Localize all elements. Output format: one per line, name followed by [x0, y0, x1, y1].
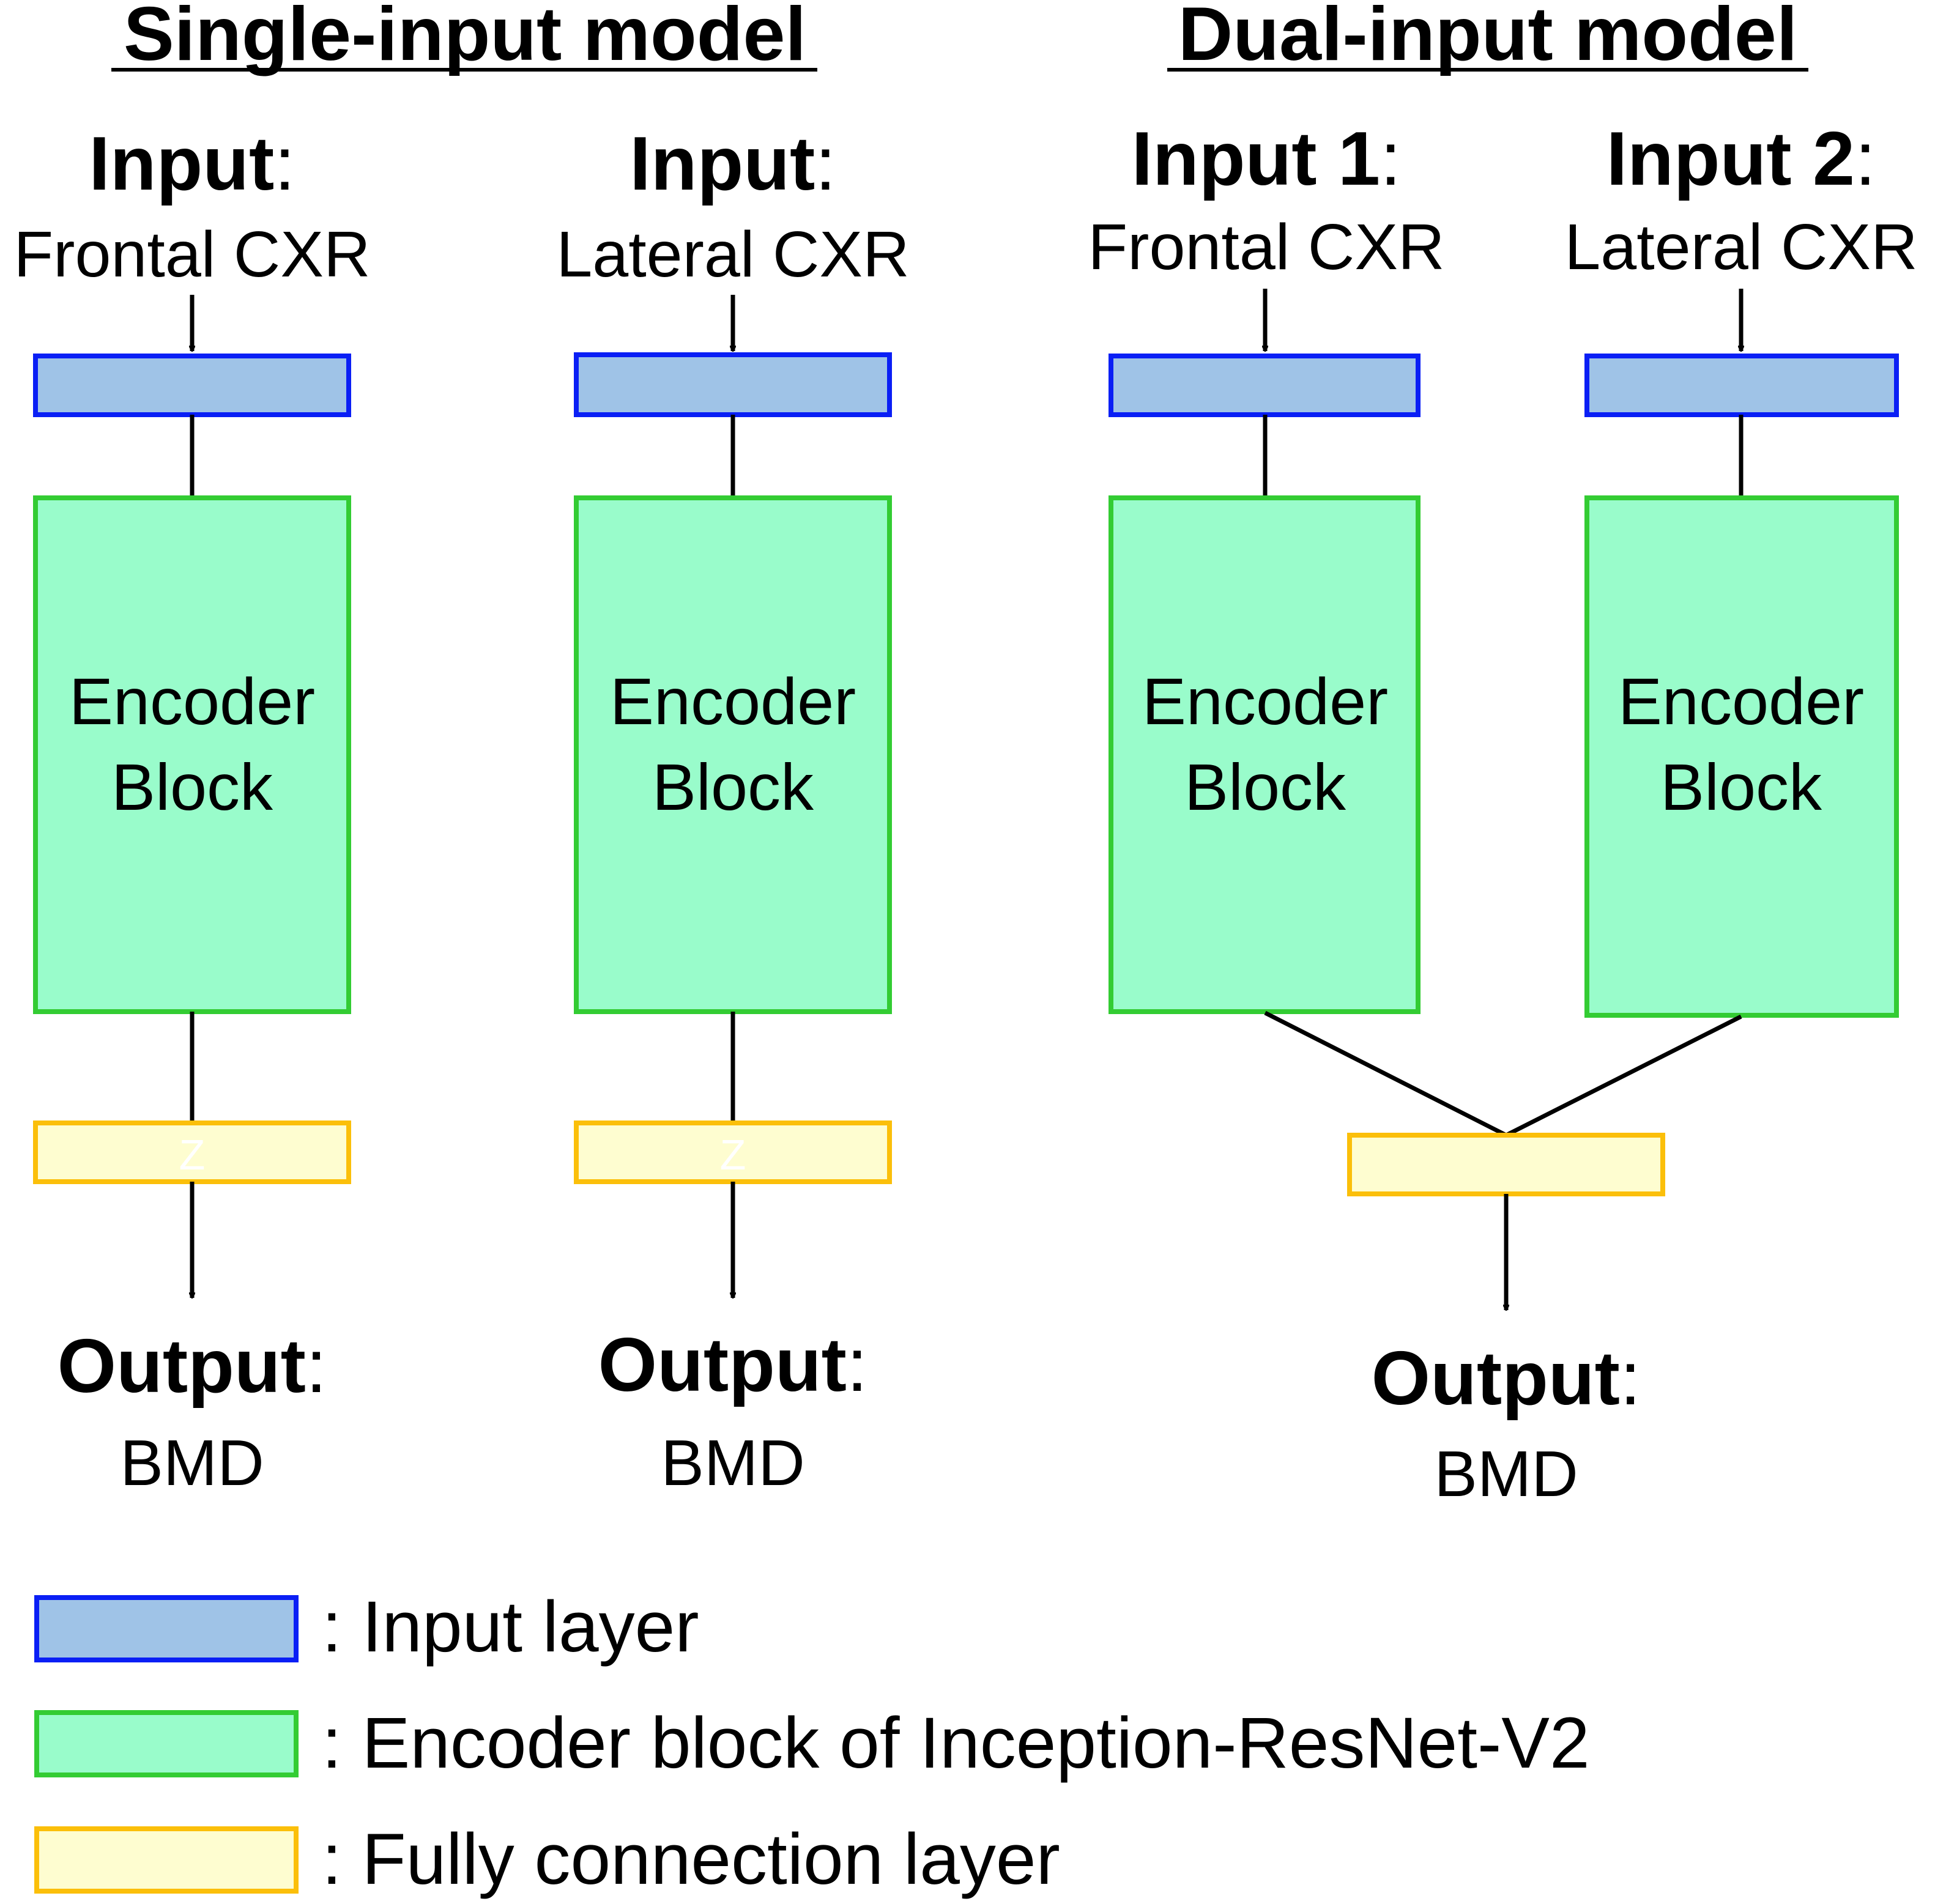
encoder-block-1 [33, 495, 351, 1014]
output-value-3: BMD [1434, 1438, 1578, 1510]
legend-text-encoder: : Encoder block of Inception-ResNet-V2 [322, 1703, 1590, 1784]
encoder-block-4 [1584, 495, 1899, 1018]
legend-text-fc: : Fully connection layer [322, 1819, 1060, 1900]
title-dual-input: Dual-input model [1178, 0, 1798, 76]
encoder-block-3 [1109, 495, 1421, 1014]
merge-line-left [1264, 1010, 1507, 1138]
encoder-label-4b: Block [1660, 750, 1822, 824]
legend-swatch-input [34, 1595, 299, 1662]
input-layer-2 [574, 352, 892, 417]
input-label-4: Input 2: [1606, 117, 1876, 201]
input-value-4: Lateral CXR [1564, 211, 1917, 283]
title-single-input: Single-input model [124, 0, 806, 76]
output-value-2: BMD [661, 1427, 805, 1499]
legend-text-input: : Input layer [322, 1587, 699, 1667]
output-label-1: Output: [58, 1324, 327, 1409]
merge-line-right [1505, 1014, 1742, 1138]
output-label-2: Output: [598, 1323, 868, 1407]
encoder-label-1a: Encoder [69, 664, 315, 738]
input-value-3: Frontal CXR [1088, 211, 1444, 283]
fc-mark-2: Z [720, 1131, 746, 1179]
encoder-label-3a: Encoder [1142, 664, 1388, 738]
fc-mark-1: Z [179, 1131, 206, 1179]
input-value-1: Frontal CXR [13, 218, 370, 291]
input-label-2: Input: [630, 122, 836, 206]
fc-layer-3 [1347, 1133, 1665, 1196]
output-value-1: BMD [120, 1427, 264, 1499]
encoder-block-2 [574, 495, 892, 1014]
encoder-label-3b: Block [1184, 750, 1346, 824]
input-label-1: Input: [89, 122, 295, 206]
legend-swatch-encoder [34, 1710, 299, 1777]
encoder-label-4a: Encoder [1618, 664, 1864, 738]
encoder-label-2a: Encoder [610, 664, 856, 738]
input-layer-1 [33, 354, 351, 417]
input-layer-3 [1109, 354, 1421, 417]
input-value-2: Lateral CXR [556, 218, 909, 291]
legend-swatch-fc [34, 1826, 299, 1894]
input-label-3: Input 1: [1132, 117, 1402, 201]
output-label-3: Output: [1372, 1336, 1641, 1421]
encoder-label-2b: Block [652, 750, 814, 824]
encoder-label-1b: Block [111, 750, 273, 824]
input-layer-4 [1584, 354, 1899, 417]
